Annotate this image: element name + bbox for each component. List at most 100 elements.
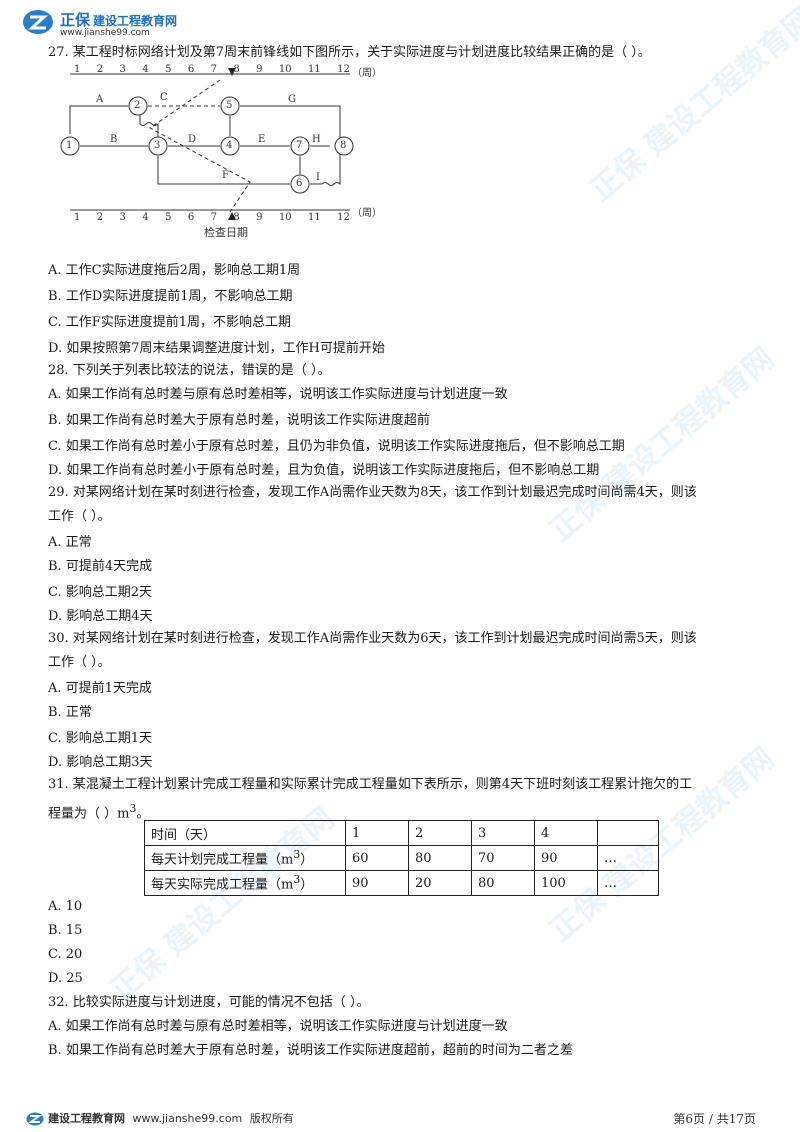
tick-label: 12: [337, 64, 350, 75]
table-row: 每天实际完成工程量（m3） 90 20 80 100 …: [144, 870, 659, 896]
table-cell: 80: [471, 870, 535, 896]
front-line-marker-icon: [228, 68, 236, 76]
tick-label: 1: [74, 212, 81, 223]
q31-stem-text: 程量为（ ）m: [48, 806, 130, 822]
row-label-end: ）: [300, 877, 314, 893]
bottom-scale-unit: （周）: [352, 208, 382, 219]
table-cell: …: [597, 870, 659, 896]
page-footer: 建设工程教育网 www.jianshe99.com 版权所有 第6页 / 共17…: [0, 1100, 800, 1132]
q31-option-a: A. 10: [48, 899, 83, 914]
network-nodes: [60, 96, 354, 194]
footer-copyright: 建设工程教育网 www.jianshe99.com 版权所有: [26, 1110, 294, 1126]
network-arrows: [69, 79, 341, 213]
table-cell: 60: [345, 845, 409, 871]
table-header-row: 时间（天） 1 2 3 4: [144, 820, 659, 846]
brand-logo-icon: [26, 1112, 44, 1126]
activity-label: D: [188, 134, 197, 145]
tick-label: 10: [278, 64, 292, 75]
tick-label: 11: [308, 64, 321, 75]
row-label-end: ）: [300, 852, 314, 868]
watermark: 正保 建设工程教育网: [583, 1, 800, 209]
brand-name: 正保建设工程教育网: [60, 11, 178, 29]
check-date-marker-icon: [228, 212, 236, 220]
node-label: 5: [226, 100, 233, 111]
table-cell: 80: [408, 845, 472, 871]
q32-option-a: A. 如果工作尚有总时差与原有总时差相等，说明该工作实际进度与计划进度一致: [48, 1019, 508, 1034]
page-header: 正保建设工程教育网 www.jianshe99.com: [22, 4, 322, 44]
q27-stem: 27. 某工程时标网络计划及第7周末前锋线如下图所示，关于实际进度与计划进度比较…: [48, 45, 651, 60]
tick-label: 12: [337, 212, 350, 223]
table-cell: 2: [408, 820, 472, 846]
node-label: 4: [226, 140, 233, 151]
footer-url: www.jianshe99.com: [132, 1112, 243, 1125]
activity-label: F: [222, 170, 229, 181]
q30-stem-line2: 工作（ ）。: [48, 655, 111, 670]
tick-label: 1: [74, 64, 81, 75]
q31-option-b: B. 15: [48, 923, 83, 938]
tick-label: 6: [187, 212, 195, 223]
tick-label: 2: [96, 212, 104, 223]
table-cell: 1: [345, 820, 409, 846]
node-label: 6: [296, 178, 303, 189]
q29-stem-line2: 工作（ ）。: [48, 509, 111, 524]
activity-label: A: [96, 94, 104, 105]
table-cell: 100: [534, 870, 598, 896]
tick-label: 3: [119, 64, 126, 75]
table-cell: 90: [345, 870, 409, 896]
q30-stem-line1: 30. 对某网络计划在某时刻进行检查，发现工作A尚需作业天数为6天，该工作到计划…: [48, 631, 697, 646]
superscript: 3: [293, 848, 301, 862]
table-cell: 每天计划完成工程量（m3）: [144, 845, 346, 871]
activity-label: H: [312, 134, 321, 145]
node-label: 7: [296, 140, 303, 151]
brand-logo-icon: [23, 10, 53, 34]
q31-option-d: D. 25: [48, 971, 83, 986]
tick-label: 3: [119, 212, 126, 223]
q29-option-a: A. 正常: [48, 535, 92, 550]
q29-option-d: D. 影响总工期4天: [48, 609, 153, 624]
q30-option-b: B. 正常: [48, 705, 92, 720]
tick-label: 8: [233, 212, 240, 223]
tick-label: 9: [256, 64, 263, 75]
tick-label: 8: [233, 64, 240, 75]
table-row: 每天计划完成工程量（m3） 60 80 70 90 …: [144, 845, 659, 871]
q28-option-a: A. 如果工作尚有总时差与原有总时差相等，说明该工作实际进度与计划进度一致: [48, 387, 508, 402]
tick-label: 4: [142, 212, 149, 223]
activity-label: B: [110, 134, 118, 145]
node-label: 2: [134, 100, 141, 111]
table-cell: 70: [471, 845, 535, 871]
table-cell: 每天实际完成工程量（m3）: [144, 870, 346, 896]
q31-stem-line2: 程量为（ ）m3。: [48, 800, 149, 823]
table-cell: [597, 820, 659, 846]
table-cell: …: [597, 845, 659, 871]
q28-stem: 28. 下列关于列表比较法的说法，错误的是（ ）。: [48, 363, 331, 378]
check-date-label: 检查日期: [204, 226, 248, 239]
tick-label: 7: [210, 64, 217, 75]
tick-label: 7: [210, 212, 217, 223]
tick-label: 5: [165, 212, 172, 223]
q27-option-b: B. 工作D实际进度提前1周，不影响总工期: [48, 289, 293, 304]
q30-option-c: C. 影响总工期1天: [48, 731, 153, 746]
tick-label: 4: [142, 64, 149, 75]
top-scale-ticks: 1 2 3 4 5 6 7 8 9 10 11 12: [74, 64, 350, 75]
table-cell: 4: [534, 820, 598, 846]
q27-option-d: D. 如果按照第7周末结果调整进度计划，工作H可提前开始: [48, 341, 385, 356]
tick-label: 5: [165, 64, 172, 75]
node-label: 8: [340, 140, 347, 151]
footer-brand: 建设工程教育网: [48, 1112, 125, 1125]
q31-quantity-table: 时间（天） 1 2 3 4 每天计划完成工程量（m3） 60 80 70 90 …: [144, 820, 659, 896]
q29-option-c: C. 影响总工期2天: [48, 585, 153, 600]
q27-option-a: A. 工作C实际进度拖后2周，影响总工期1周: [48, 263, 301, 278]
activity-label: C: [160, 92, 168, 103]
row-label: 每天实际完成工程量（m: [151, 877, 294, 893]
q29-stem-line1: 29. 对某网络计划在某时刻进行检查，发现工作A尚需作业天数为8天，该工作到计划…: [48, 485, 697, 500]
bottom-scale-ticks: 1 2 3 4 5 6 7 8 9 10 11 12: [74, 212, 350, 223]
table-cell: 20: [408, 870, 472, 896]
node-label: 3: [154, 140, 161, 151]
activity-label: E: [258, 134, 266, 145]
q28-option-d: D. 如果工作尚有总时差小于原有总时差，且为负值，说明该工作实际进度拖后，但不影…: [48, 463, 600, 478]
footer-rights: 版权所有: [249, 1112, 294, 1125]
node-label: 1: [66, 140, 73, 151]
q29-option-b: B. 可提前4天完成: [48, 559, 153, 574]
brand-url: www.jianshe99.com: [60, 28, 150, 38]
q32-stem: 32. 比较实际进度与计划进度，可能的情况不包括（ ）。: [48, 995, 370, 1010]
